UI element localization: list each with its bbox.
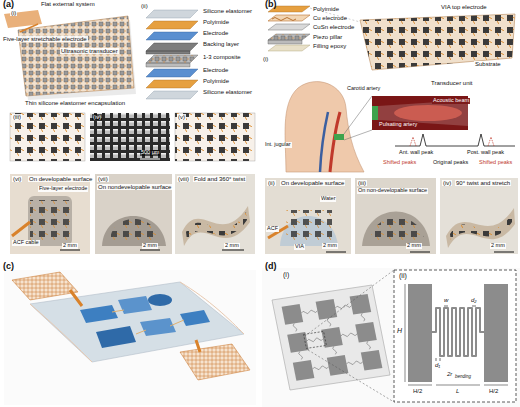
figure-label: 2 mm [322, 243, 338, 249]
figure-label: Flat external system [40, 1, 96, 7]
figure-label: ACF cable [12, 240, 40, 246]
figure-label: Polyimide [312, 6, 340, 12]
figure-label: w [443, 297, 449, 303]
panel-letter: (b) [264, 0, 278, 9]
figure-label: 1-3 composite [202, 54, 242, 60]
figure-label: Fold and 360° twist [193, 176, 246, 182]
figure-label: (iv) [442, 180, 452, 186]
figure-label: Original peaks [432, 160, 469, 166]
figure-label: Shifted peaks [382, 160, 417, 166]
figure-label: H/2 [488, 388, 499, 394]
figure-label: Cu electrode [312, 15, 348, 21]
figure-label: On non-developable surface [357, 188, 428, 194]
figure-label: Electrode [202, 67, 229, 73]
figure-label: Int. jugular [264, 142, 292, 148]
figure-label: Shifted peaks [478, 160, 513, 166]
figure-label: d₂ [470, 297, 478, 303]
figure-label: Carotid artery [346, 86, 381, 92]
figure-label: (i) [282, 271, 290, 278]
figure-label: Pulsating artery [378, 122, 418, 128]
figure-label: VIA [294, 244, 305, 250]
figure-label: Post. wall peak [466, 150, 505, 156]
figure-label: (i) [10, 10, 17, 16]
figure-label: Substrate [474, 61, 502, 67]
figure-label: Acoustic beam [432, 98, 470, 104]
figure-label: L [455, 388, 460, 394]
panel-letter: (c) [2, 262, 15, 271]
figure-label: Polyimide [202, 78, 230, 84]
figure-label: 2r [446, 371, 453, 377]
figure-label: 2 mm [142, 243, 158, 249]
figure-label: Piezo pillar [312, 34, 343, 40]
figure-label: Water [320, 196, 336, 202]
figure-label: 2 mm [490, 243, 506, 249]
figure-label: 2 mm [406, 243, 422, 249]
figure-label: Five-layer electrode [38, 186, 88, 192]
figure-label: Silicone elastomer [202, 89, 253, 95]
figure-label: (i) [262, 56, 269, 62]
figure-label: On developable surface [28, 176, 93, 182]
figure-label: Filling epoxy [312, 43, 347, 49]
figure-label: CuSn electrode [312, 24, 355, 30]
figure-label: Polyimide [202, 19, 230, 25]
figure-label: Thin silicone elastomer encapsulation [24, 100, 126, 106]
figure-label: On developable surface [280, 180, 345, 186]
figure-label: (vii) [97, 176, 109, 182]
figure-label: bending [454, 375, 472, 380]
figure-label: d₁ [434, 362, 441, 368]
panel-letter: (a) [2, 0, 15, 9]
figure-label: VIA top electrode [440, 4, 488, 10]
figure-label: 2 mm [62, 243, 78, 249]
figure-label: Transducer unit [430, 80, 473, 86]
figure-label: 500 μm [140, 150, 160, 156]
figure-label: (vi) [12, 176, 22, 182]
figure-label: Ant. wall peak [398, 150, 434, 156]
figure-label: (v) [177, 114, 186, 120]
figure-label: H/2 [412, 388, 423, 394]
figure-label: H [396, 327, 403, 334]
figure-label: Five-layer stretchable electrode [2, 36, 88, 42]
figure-label: (ii) [140, 3, 149, 9]
figure-label: Backing layer [202, 41, 240, 47]
figure-label: 90° twist and stretch [455, 180, 511, 186]
figure-label: (viii) [177, 176, 190, 182]
figure-label: On nondevelopable surface [97, 184, 172, 190]
figure-label: 2 mm [224, 243, 240, 249]
figure-label: Silicone elastomer [202, 8, 253, 14]
figure-label: (ii) [267, 180, 276, 186]
figure-label: Electrode [202, 30, 229, 36]
panel-letter: (d) [264, 262, 278, 271]
figure-label: (iii) [357, 180, 367, 186]
figure-label: ACF [266, 226, 279, 232]
figure-label: (ii) [398, 272, 408, 279]
figure-label: Ultrasonic transducer [60, 48, 119, 54]
figure-label: (iii) [12, 114, 22, 120]
figure-label: (iv) [92, 114, 102, 120]
